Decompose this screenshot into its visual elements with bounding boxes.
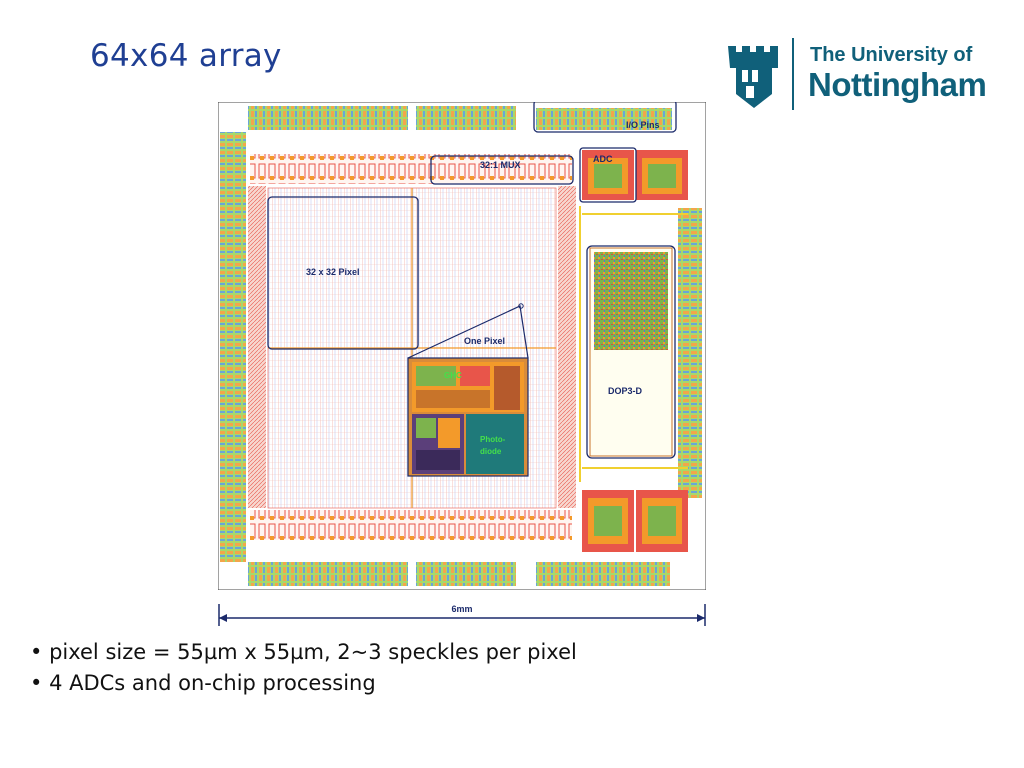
adc-outline [579, 147, 637, 203]
top-pads-center [416, 106, 516, 130]
left-pads [220, 132, 246, 562]
bullet-list: pixel size = 55µm x 55µm, 2~3 speckles p… [30, 637, 577, 699]
logo-line-1: The University of [810, 44, 973, 66]
logo-divider [792, 38, 794, 110]
ghc-label: GHC [444, 371, 462, 380]
io-pins-outline [533, 102, 677, 133]
adc-label: ADC [593, 154, 613, 164]
one-pixel-label: One Pixel [464, 336, 505, 346]
bottom-pads-right [536, 562, 670, 586]
photodiode-label-1: Photo- [480, 435, 506, 444]
one-pixel-callout [407, 305, 529, 359]
dimension-bar [218, 604, 706, 626]
logo-line-2: Nottingham [808, 66, 987, 103]
routing-right [558, 186, 576, 508]
top-pads-right [536, 108, 672, 130]
io-pins-label: I/O Pins [626, 120, 660, 130]
bottom-pads-left [248, 562, 408, 586]
top-pads-left [248, 106, 408, 130]
bullet-item: pixel size = 55µm x 55µm, 2~3 speckles p… [30, 637, 577, 668]
top-mux-bank [250, 154, 572, 184]
right-pads [678, 208, 702, 498]
dimension-label: 6mm [451, 604, 473, 614]
dop-logic [594, 252, 668, 350]
dop-label: DOP3-D [608, 386, 643, 396]
routing-left [248, 186, 266, 508]
bottom-pads-center [416, 562, 516, 586]
slide-title: 64x64 array [90, 38, 282, 74]
mux-label: 32:1 MUX [480, 160, 521, 170]
chip-layout: 32 x 32 Pixel GHC Photo- diode One Pixel… [218, 102, 706, 590]
dop-outline [586, 245, 676, 459]
photodiode-label-2: diode [480, 447, 502, 456]
pixel-block-label: 32 x 32 Pixel [306, 267, 360, 277]
bottom-mux-bank [250, 510, 572, 540]
mux-outline [430, 155, 574, 185]
pixel-block-outline [267, 196, 419, 350]
castle-crest-icon [728, 46, 778, 108]
photodiode-area [466, 414, 524, 474]
university-logo: The University of Nottingham [722, 34, 992, 114]
bullet-item: 4 ADCs and on-chip processing [30, 668, 577, 699]
